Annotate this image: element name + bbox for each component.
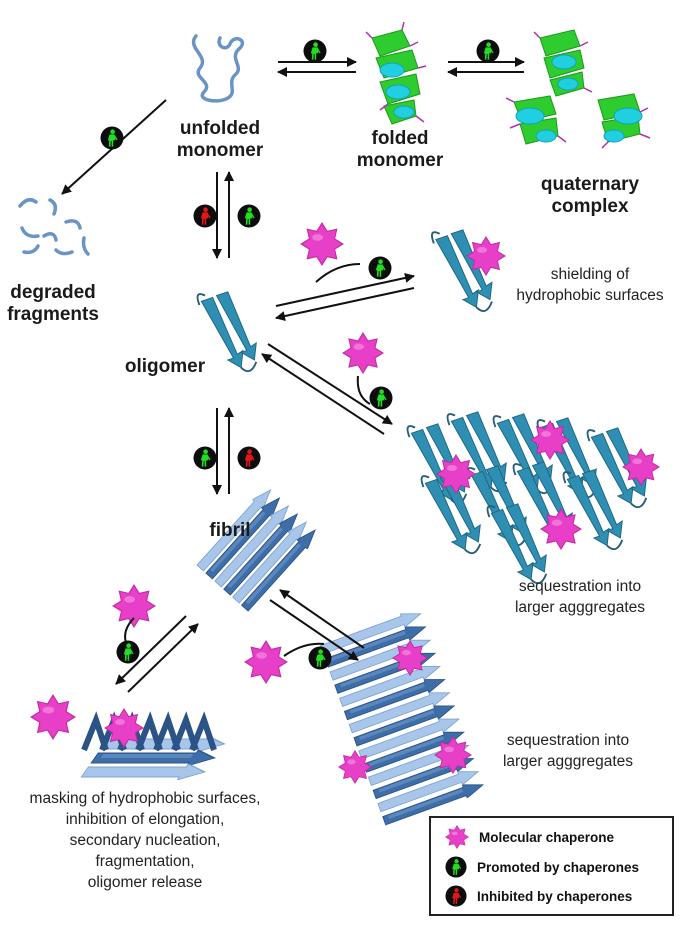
sequestration-label-2: sequestration into larger agggregates [502, 732, 634, 770]
degraded-fragments-label: degraded fragments [7, 282, 99, 325]
promoted-icon-3 [100, 126, 124, 150]
fibril-icon [194, 484, 321, 614]
promoted-icon-8 [116, 640, 140, 664]
quaternary-complex-icon [505, 29, 651, 149]
inhibited-icon-2 [237, 446, 261, 470]
legend: Molecular chaperone Promoted by chaperon… [429, 816, 674, 916]
oligomer-aggregate-icon [406, 410, 660, 585]
promoted-icon-2 [476, 39, 500, 63]
chaperone-free-4 [244, 640, 288, 684]
unfolded-monomer-icon [191, 34, 245, 103]
legend-chaperone-label: Molecular chaperone [479, 829, 615, 845]
promoted-icon-6 [369, 386, 393, 410]
promoted-icon-1 [303, 39, 327, 63]
promoted-icon-5 [368, 256, 392, 280]
fibril-label: fibril [209, 520, 251, 541]
inhibited-icon [445, 885, 467, 907]
promoted-icon-9 [308, 646, 332, 670]
folded-monomer-label: folded monomer [356, 128, 444, 171]
legend-promoted: Promoted by chaperones [445, 856, 639, 878]
inhibited-icon-1 [193, 204, 217, 228]
legend-promoted-label: Promoted by chaperones [477, 859, 640, 875]
legend-chaperone: Molecular chaperone [445, 825, 615, 849]
shielded-oligomer-icon [430, 228, 506, 313]
legend-inhibited: Inhibited by chaperones [445, 885, 632, 907]
promoted-icon-7 [193, 446, 217, 470]
chaperone-free-1 [300, 222, 344, 266]
quaternary-complex-label: quaternary complex [540, 174, 640, 217]
oligomer-label: oligomer [124, 356, 206, 377]
masked-fibril-icon [30, 694, 231, 780]
promoted-icon [445, 856, 467, 878]
legend-inhibited-label: Inhibited by chaperones [477, 888, 633, 904]
degraded-fragments-icon [18, 198, 90, 256]
fibril-aggregate-icon [318, 606, 486, 828]
folded-monomer-icon [365, 21, 427, 125]
promoted-icon-4 [237, 204, 261, 228]
chaperone-icon [445, 825, 469, 849]
chaperone-free-3 [112, 584, 156, 628]
masking-label: masking of hydrophobic surfaces, inhibit… [29, 790, 261, 891]
shielding-label: shielding of hydrophobic surfaces [516, 266, 664, 304]
unfolded-monomer-label: unfolded monomer [176, 118, 264, 161]
chaperone-free-2 [342, 332, 384, 374]
sequestration-label-1: sequestration into larger agggregates [514, 578, 646, 616]
